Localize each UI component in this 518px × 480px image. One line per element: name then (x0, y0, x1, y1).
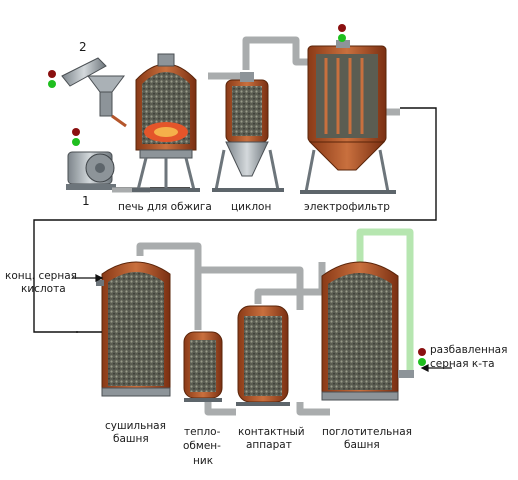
label-conc-acid-line1: конц. серная (5, 270, 77, 282)
label-contact-line1: контактный (238, 426, 305, 438)
label-absorb-line2: башня (344, 439, 380, 451)
gas-pipes-top (208, 36, 400, 116)
label-drying-line1: сушильная (105, 420, 166, 432)
label-contact-line2: аппарат (246, 439, 292, 451)
label-electrofilter: электрофильтр (304, 201, 390, 213)
label-diluted-line1: разбавленная (430, 344, 508, 356)
roasting-furnace (132, 53, 200, 192)
label-heat-ex-line3: ник (193, 455, 214, 467)
label-heat-ex-line2: обмен- (183, 440, 221, 452)
label-diluted-line2: серная к-та (430, 358, 495, 370)
label-conc-acid-line2: кислота (21, 283, 66, 295)
label-furnace: печь для обжига (118, 201, 212, 213)
ore-feeder (61, 57, 127, 128)
contact-apparatus (236, 305, 290, 406)
label-number-1: 1 (82, 194, 90, 208)
drying-tower (76, 261, 171, 397)
gas-pipes-bottom (136, 242, 330, 416)
diluted-acid-pipe (356, 228, 414, 372)
signal-lamps (48, 24, 426, 366)
label-drying-line2: башня (113, 433, 149, 445)
absorption-tower (321, 261, 414, 401)
blower-motor (66, 151, 150, 193)
label-cyclone: циклон (231, 201, 272, 213)
electrofilter (300, 40, 396, 194)
label-absorb-line1: поглотительная (322, 426, 412, 438)
cyclone (212, 72, 284, 192)
heat-exchanger (183, 331, 223, 402)
flow-arrows (72, 274, 452, 372)
label-number-2: 2 (79, 40, 87, 54)
label-heat-ex-line1: тепло- (184, 426, 221, 438)
